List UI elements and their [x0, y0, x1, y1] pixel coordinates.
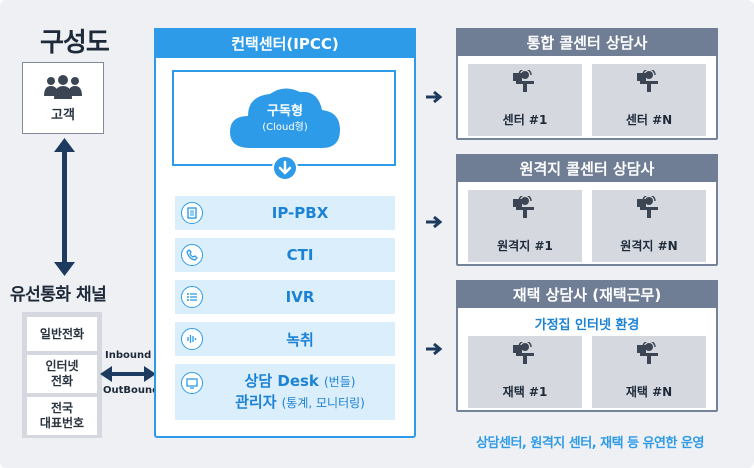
horizontal-connector [108, 372, 148, 376]
agent-icon [513, 196, 534, 218]
module-desk: 상담 Desk (번들) 관리자 (통계, 모니터링) [175, 364, 395, 420]
seat-card: 재택 #1 [468, 336, 582, 408]
group-remote-center: 원격지 콜센터 상담사 원격지 #1 원격지 #N [456, 154, 718, 266]
vertical-connector [62, 148, 67, 266]
seat-label: 원격지 #1 [497, 239, 553, 253]
arrow-left-icon [100, 366, 112, 382]
seat-card: 원격지 #N [592, 190, 706, 262]
document-icon [181, 202, 203, 224]
phone-icon [181, 244, 203, 266]
arrow-right-icon [426, 342, 443, 356]
arrow-right-icon [426, 215, 443, 229]
group-title: 통합 콜센터 상담사 [456, 28, 718, 56]
seat-label: 원격지 #N [620, 239, 678, 253]
seat-label: 재택 #1 [502, 385, 548, 399]
seat-label: 재택 #N [625, 385, 673, 399]
arrow-right-icon [426, 90, 443, 104]
module-cti: CTI [175, 238, 395, 272]
contact-center-title: 컨택센터(IPCC) [154, 28, 416, 58]
seat-card: 재택 #N [592, 336, 706, 408]
agent-icon [513, 342, 534, 364]
group-subtitle: 가정집 인터넷 환경 [534, 318, 640, 333]
down-arrow-icon [272, 155, 298, 181]
channel-item-internet-phone: 인터넷 전화 [27, 355, 97, 393]
seat-label: 센터 #N [625, 113, 673, 127]
module-label: IVR [285, 288, 315, 306]
seat-card: 센터 #N [592, 64, 706, 136]
agent-icon [637, 70, 658, 92]
people-icon [44, 74, 82, 99]
customer-box: 고객 [22, 62, 104, 134]
customer-label: 고객 [51, 107, 75, 123]
seat-card: 원격지 #1 [468, 190, 582, 262]
desk-title: 상담 Desk [244, 372, 319, 390]
cloud-icon [230, 88, 340, 148]
arrow-right-icon [144, 366, 156, 382]
channel-list: 일반전화 인터넷 전화 전국 대표번호 [22, 312, 102, 438]
seat-card: 센터 #1 [468, 64, 582, 136]
outbound-label: OutBound [103, 385, 160, 396]
group-title: 재택 상담사 (재택근무) [456, 280, 718, 308]
waveform-icon [181, 328, 203, 350]
cloud-label: 구독형 [267, 104, 303, 119]
module-ip-pbx: IP-PBX [175, 196, 395, 230]
module-label: 녹취 [286, 330, 314, 349]
module-label: CTI [286, 246, 314, 264]
group-home-agents: 재택 상담사 (재택근무) 가정집 인터넷 환경 재택 #1 재택 #N [456, 280, 718, 412]
module-label: IP-PBX [271, 204, 329, 222]
module-recording: 녹취 [175, 322, 395, 356]
list-icon [181, 286, 203, 308]
agent-icon [637, 196, 658, 218]
arrow-down-icon [54, 262, 75, 276]
admin-note: (통계, 모니터링) [281, 395, 365, 410]
agent-icon [637, 342, 658, 364]
group-integrated-center: 통합 콜센터 상담사 센터 #1 센터 #N [456, 28, 718, 140]
desk-text: 상담 Desk (번들) 관리자 (통계, 모니터링) [205, 371, 395, 413]
agent-icon [513, 70, 534, 92]
seat-label: 센터 #1 [502, 113, 548, 127]
admin-title: 관리자 [235, 392, 277, 411]
cloud-sublabel: (Cloud형) [262, 122, 308, 133]
arrow-up-icon [54, 138, 75, 152]
inbound-label: Inbound [105, 350, 152, 361]
diagram-title: 구성도 [40, 28, 110, 58]
desk-note: (번들) [324, 375, 356, 389]
channel-item-landline: 일반전화 [27, 317, 97, 351]
footer-note: 상담센터, 원격지 센터, 재택 등 유연한 운영 [476, 436, 704, 451]
group-title: 원격지 콜센터 상담사 [456, 154, 718, 182]
module-ivr: IVR [175, 280, 395, 314]
channel-item-rep-number: 전국 대표번호 [27, 397, 97, 435]
monitor-icon [181, 372, 203, 394]
channel-title: 유선통화 채널 [10, 285, 107, 305]
